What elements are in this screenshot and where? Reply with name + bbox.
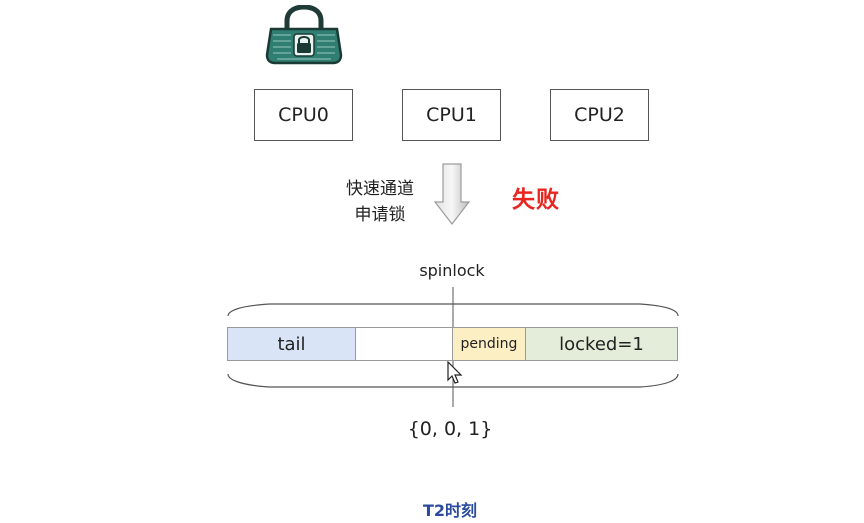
cpu0-box: CPU0 xyxy=(254,89,353,141)
annotation-line1: 快速通道 xyxy=(346,179,414,199)
field-tail: tail xyxy=(227,327,356,361)
down-arrow-icon xyxy=(433,163,471,225)
annotation-line2: 申请锁 xyxy=(354,205,406,225)
spinlock-label: spinlock xyxy=(419,261,485,280)
cpu1-box: CPU1 xyxy=(402,89,501,141)
padlock-icon xyxy=(265,5,343,65)
mouse-cursor-icon xyxy=(447,361,463,384)
value-tuple: {0, 0, 1} xyxy=(407,418,493,440)
fastpath-annotation: 快速通道 申请锁 xyxy=(330,176,430,228)
field-pending: pending xyxy=(452,327,526,361)
time-caption: T2时刻 xyxy=(422,501,478,520)
cpu2-box: CPU2 xyxy=(550,89,649,141)
failure-label: 失败 xyxy=(512,187,560,213)
field-locked: locked=1 xyxy=(525,327,678,361)
field-empty xyxy=(355,327,453,361)
